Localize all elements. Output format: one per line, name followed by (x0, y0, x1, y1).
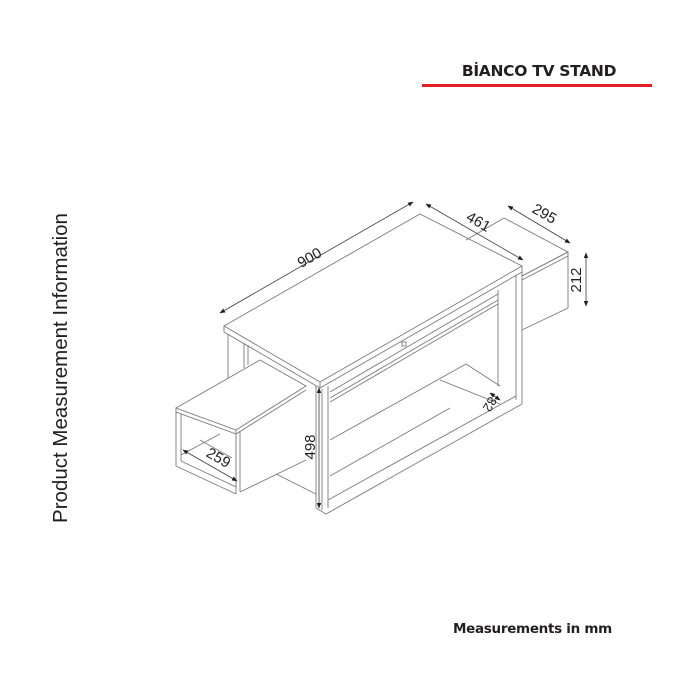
units-note: Measurements in mm (453, 621, 612, 637)
dim-total-height-label: 498 (302, 434, 319, 459)
dim-line-depth (425, 203, 524, 261)
right-drawer (465, 217, 569, 331)
dim-line-shelf-offset (489, 392, 501, 401)
tabletop (223, 213, 523, 389)
dim-line-drawer-depth (507, 205, 571, 244)
dim-drawer-depth-label: 295 (529, 200, 559, 227)
dim-drawer-height-label: 212 (568, 267, 585, 292)
dim-line-width (219, 201, 414, 314)
product-title: BİANCO TV STAND (461, 62, 617, 80)
dim-shelf-offset-label: 82 (480, 394, 500, 414)
title-underline (422, 84, 652, 87)
dim-line-drawer-width (182, 449, 238, 482)
left-drawer (174, 359, 317, 495)
dim-drawer-width-label: 259 (203, 444, 233, 471)
dim-depth-label: 461 (463, 208, 493, 235)
frame (227, 272, 523, 515)
